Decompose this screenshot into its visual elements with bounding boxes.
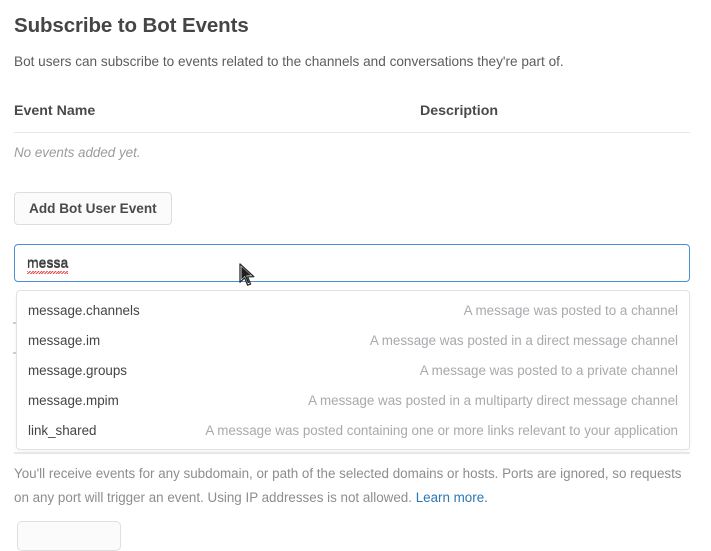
- event-search-combobox: messa: [14, 244, 690, 282]
- footer-help-text: You'll receive events for any subdomain,…: [14, 462, 692, 510]
- page-title: Subscribe to Bot Events: [14, 14, 249, 37]
- dropdown-option[interactable]: link_shared A message was posted contain…: [17, 415, 689, 445]
- table-header-row: Event Name Description: [14, 103, 690, 133]
- dropdown-option[interactable]: message.im A message was posted in a dir…: [17, 325, 689, 355]
- dropdown-option-name: message.groups: [28, 362, 127, 378]
- footer-help-text-body: You'll receive events for any subdomain,…: [14, 466, 682, 505]
- dropdown-option-name: link_shared: [28, 422, 97, 438]
- section-divider: [14, 452, 690, 454]
- dropdown-option-description: A message was posted containing one or m…: [205, 422, 678, 438]
- column-header-event-name: Event Name: [14, 103, 96, 119]
- dropdown-option-name: message.mpim: [28, 392, 119, 408]
- dropdown-option-name: message.im: [28, 332, 101, 348]
- page-subtitle: Bot users can subscribe to events relate…: [14, 54, 564, 69]
- bot-events-settings-page: Subscribe to Bot Events Bot users can su…: [13, 14, 692, 551]
- dropdown-option[interactable]: message.channels A message was posted to…: [17, 295, 689, 325]
- dropdown-option-description: A message was posted in a direct message…: [369, 332, 678, 348]
- add-bot-user-event-button[interactable]: Add Bot User Event: [14, 192, 172, 225]
- background-artifact-mark: [13, 322, 16, 324]
- dropdown-option-description: A message was posted in a multiparty dir…: [308, 392, 678, 408]
- event-search-input[interactable]: [14, 244, 690, 282]
- event-suggestions-dropdown[interactable]: message.channels A message was posted to…: [16, 290, 690, 450]
- background-artifact-mark: [13, 352, 16, 354]
- column-header-description: Description: [420, 103, 499, 119]
- bottom-cut-off-button[interactable]: [17, 521, 121, 551]
- dropdown-option[interactable]: message.groups A message was posted to a…: [17, 355, 689, 385]
- table-empty-state: No events added yet.: [14, 145, 141, 160]
- subscribed-events-table: Event Name Description No events added y…: [14, 103, 690, 160]
- dropdown-option-name: message.channels: [28, 302, 140, 318]
- table-header-divider: [14, 132, 690, 133]
- dropdown-option-description: A message was posted to a private channe…: [419, 362, 678, 378]
- dropdown-option[interactable]: message.mpim A message was posted in a m…: [17, 385, 689, 415]
- learn-more-link[interactable]: Learn more.: [415, 490, 488, 505]
- dropdown-option-description: A message was posted to a channel: [463, 302, 678, 318]
